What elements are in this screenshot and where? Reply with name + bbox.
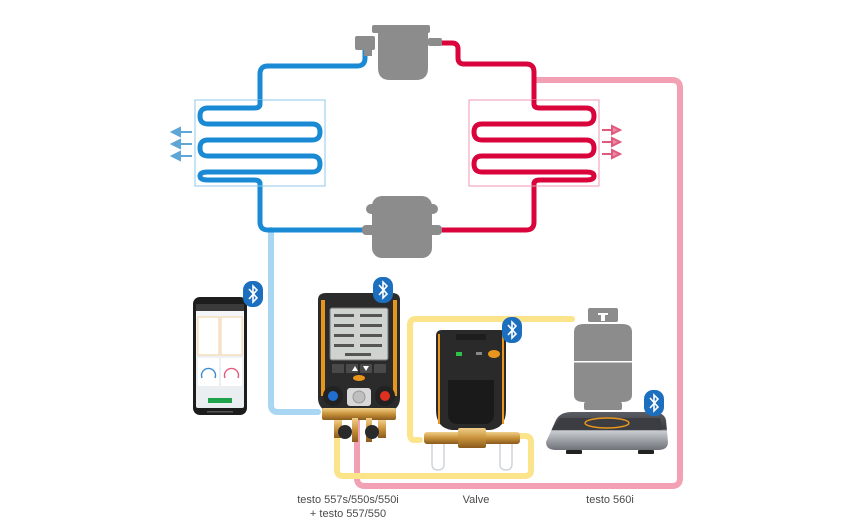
valve-caption: Valve bbox=[462, 494, 490, 506]
suction-line-bottom bbox=[257, 182, 368, 233]
bluetooth-icon-app bbox=[243, 281, 263, 307]
manifold-caption: testo 557s/550s/550i + testo 557/550 bbox=[268, 493, 428, 521]
pressure-line-top bbox=[440, 40, 537, 100]
refrigerant-cylinder-icon bbox=[574, 308, 632, 410]
evaporator bbox=[194, 99, 326, 187]
scale-caption: testo 560i bbox=[586, 494, 634, 506]
valve-hose-line-top bbox=[407, 316, 575, 443]
suction-line-top bbox=[257, 43, 368, 100]
digital-manifold bbox=[318, 293, 400, 442]
evaporator-airflow-arrows bbox=[169, 126, 192, 162]
manifold-label-line1: testo 557s/550s/550i bbox=[297, 494, 399, 506]
compressor-icon bbox=[362, 196, 442, 258]
valve-hose-line bbox=[334, 433, 534, 479]
smartphone-app bbox=[193, 297, 247, 415]
pressure-line-bottom bbox=[436, 182, 537, 233]
refrigerant-scale bbox=[546, 412, 668, 454]
bluetooth-icon-scale bbox=[644, 390, 664, 416]
suction-hose-line bbox=[268, 227, 321, 415]
condenser-airflow-arrows bbox=[602, 124, 623, 160]
smart-valve-device bbox=[424, 330, 520, 471]
manifold-label-line2: + testo 557/550 bbox=[309, 508, 387, 520]
condenser bbox=[468, 99, 600, 187]
pressure-hose-line bbox=[354, 77, 683, 489]
bluetooth-icon-manifold bbox=[373, 277, 393, 303]
expansion-valve-icon bbox=[355, 25, 442, 80]
bluetooth-icon-valve bbox=[502, 317, 522, 343]
